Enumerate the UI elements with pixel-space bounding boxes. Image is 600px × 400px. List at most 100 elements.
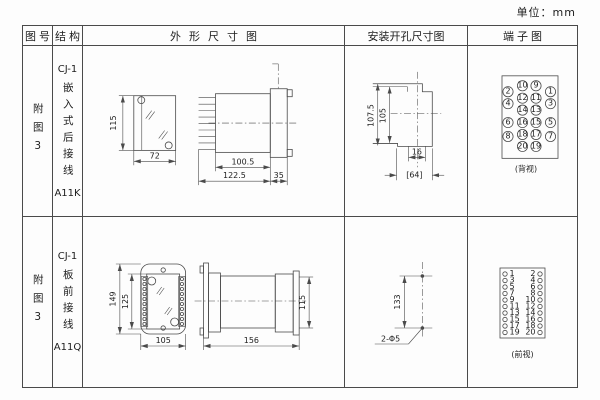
terminal-pin-circle — [502, 117, 514, 129]
terminal-pin-number: 1 — [548, 87, 553, 96]
terminal-pin-number: 19 — [510, 327, 520, 336]
terminal-pin-circle — [530, 140, 542, 152]
fig-no-text: 附图3 — [31, 102, 44, 160]
dim-hole-spacing: 133 — [393, 294, 402, 309]
terminal-pin-number: 16 — [517, 118, 527, 127]
dim-front-height: 115 — [109, 115, 118, 130]
terminal-pin-number: 3 — [548, 99, 553, 108]
header-fig-no: 图号 — [23, 26, 53, 46]
side-view: 100.5 122.5 35 — [198, 63, 298, 186]
terminal-pin-number: 12 — [525, 301, 535, 310]
row2-outline-cell: 149 125 105 — [83, 217, 345, 387]
terminal-pin-circle — [502, 131, 514, 142]
terminal-pin-number: 4 — [505, 99, 510, 108]
dim-slot-width: 16 — [412, 147, 422, 156]
header-install: 安装开孔尺寸图 — [345, 26, 468, 46]
front-view: 149 125 105 — [108, 263, 187, 350]
terminal-pin-circle — [502, 284, 508, 290]
hole-size-label: 2-Φ5 — [381, 334, 400, 343]
terminal-pin-number: 15 — [510, 314, 520, 323]
terminal-pin-number: 2 — [505, 87, 510, 96]
terminal-pin-number: 17 — [531, 129, 541, 138]
dim-total-length: 122.5 — [223, 171, 246, 180]
terminal-pin-circle — [517, 92, 529, 104]
terminal-pin-circle — [545, 131, 557, 142]
terminal-pin-circle — [517, 80, 529, 92]
terminal-pin-circle — [179, 312, 184, 317]
terminal-pin-number: 15 — [531, 118, 541, 127]
glass-hatch — [145, 110, 168, 140]
terminal-pin-number: 6 — [530, 282, 535, 291]
terminal-pin-circle — [502, 323, 508, 329]
structure-code: A11K — [54, 187, 81, 199]
terminal-pin-circle — [502, 277, 508, 284]
terminal-pin-circle — [502, 98, 514, 110]
terminal-pin-number: 19 — [531, 141, 541, 150]
dim-outer-height: 149 — [108, 291, 117, 306]
dim-overall-width: [64] — [406, 171, 422, 180]
terminal-pin-circle — [502, 297, 508, 303]
terminal-pin-number: 10 — [525, 295, 535, 304]
terminal-pin-number: 8 — [530, 288, 535, 297]
terminal-pin-circle — [142, 317, 147, 322]
terminal-pin-circle — [179, 282, 184, 287]
terminal-pin-circle — [179, 277, 184, 282]
outline-drawing-a11q: 149 125 105 — [108, 262, 314, 350]
terminal-pin-number: 14 — [517, 105, 527, 114]
terminal-pin-circle — [537, 297, 543, 303]
row2-install-cell: 133 2-Φ5 — [345, 217, 468, 387]
row2-fig-no-cell: 附图3 — [23, 217, 53, 387]
terminal-pin-circle — [179, 307, 184, 312]
terminal-pin-circle — [142, 282, 147, 287]
terminal-pin-circle — [142, 322, 147, 327]
terminal-pin-number: 4 — [530, 275, 535, 284]
terminal-pin-number: 13 — [531, 105, 541, 114]
terminal-pin-number: 20 — [517, 141, 527, 150]
terminal-pin-number: 2 — [530, 269, 535, 278]
glass-hatch — [156, 286, 173, 316]
terminal-pin-circle — [545, 98, 557, 110]
hole-layout-view: 133 2-Φ5 — [374, 262, 433, 345]
terminal-pin-circle — [537, 271, 543, 277]
terminal-pin-circle — [142, 307, 147, 312]
terminal-pin-circle — [545, 86, 557, 98]
install-holes-a11q: 133 2-Φ5 — [374, 262, 433, 345]
terminal-pin-circle — [502, 303, 508, 310]
terminal-pin-circle — [142, 312, 147, 317]
terminal-pin-circle — [142, 277, 147, 282]
outline-drawing-a11k: 115 72 1 — [109, 63, 298, 186]
structure-model: CJ-1 — [57, 63, 78, 75]
cutout-view: 107.5 105 16 [64] — [366, 71, 445, 181]
terminal-pin-number: 3 — [510, 275, 515, 284]
terminal-pin-circle — [537, 316, 543, 323]
structure-mounting: 嵌入式后接线 — [61, 81, 74, 181]
terminal-pin-number: 16 — [525, 314, 535, 323]
terminal-pin-circle — [517, 104, 529, 116]
row1-outline-cell: 115 72 1 — [83, 46, 345, 217]
terminal-pin-circle — [179, 322, 184, 327]
structure-mounting: 板前接线 — [61, 269, 74, 335]
terminal-pin-number: 10 — [517, 81, 527, 90]
terminal-pin-circle — [502, 271, 508, 277]
terminal-pin-circle — [179, 292, 184, 297]
structure-model: CJ-1 — [57, 251, 78, 262]
terminal-pin-circle — [530, 117, 542, 129]
terminal-comb — [198, 97, 216, 150]
dim-body-length: 100.5 — [231, 157, 254, 166]
header-outline: 外形尺寸图 — [83, 26, 345, 46]
terminal-pin-circle — [517, 140, 529, 152]
terminal-pin-circle — [545, 117, 557, 129]
terminal-pin-number: 5 — [548, 118, 553, 127]
strip-circles — [142, 277, 184, 327]
terminal-pin-number: 6 — [505, 118, 510, 127]
terminal-pin-number: 7 — [548, 131, 553, 140]
terminal-pin-number: 18 — [517, 129, 527, 138]
spec-table: 图号 结构 外形尺寸图 安装开孔尺寸图 端子图 附图3 CJ-1 嵌入式后接线 … — [22, 25, 578, 388]
terminal-pin-number: 9 — [533, 81, 538, 90]
front-view: 115 72 — [109, 95, 177, 166]
terminal-pin-number: 11 — [510, 301, 520, 310]
